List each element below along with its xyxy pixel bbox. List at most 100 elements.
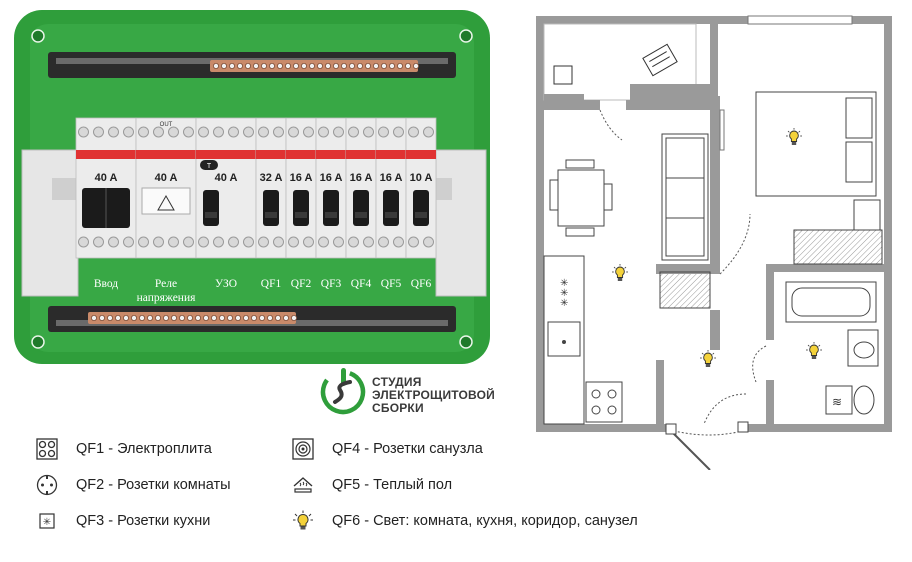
breaker-label: УЗО <box>215 278 237 290</box>
toggle-lever[interactable] <box>383 190 399 226</box>
breaker-red-band <box>376 150 406 159</box>
terminal-screw <box>333 236 344 248</box>
breaker-vvod[interactable]: 40 A <box>75 117 137 259</box>
breaker-body <box>315 117 347 259</box>
test-button[interactable] <box>200 160 218 170</box>
kitchen-sink-icon <box>547 321 581 357</box>
logo-mark-icon <box>320 368 366 415</box>
deck-chair-icon <box>642 43 678 77</box>
busbar-screw <box>123 314 130 321</box>
light-bulb-icon <box>612 264 628 281</box>
terminal-screw <box>348 236 359 248</box>
toggle-lever[interactable] <box>293 190 309 226</box>
terminal-screw <box>288 236 299 248</box>
breaker-red-band <box>406 150 436 159</box>
toggle-lever[interactable] <box>203 190 219 226</box>
legend-text: QF2 - Розетки комнаты <box>76 477 231 493</box>
terminal-screw <box>243 236 254 248</box>
light-bulb-icon <box>806 342 822 359</box>
busbar-screw <box>115 314 122 321</box>
window-top <box>747 15 853 25</box>
balcony-table-icon <box>553 65 573 85</box>
breaker-rating: 40 A <box>155 172 178 184</box>
busbar-screw <box>396 63 403 70</box>
breaker-red-band <box>346 150 376 159</box>
breaker-label: напряжения <box>137 292 197 304</box>
busbar-screw <box>412 63 419 70</box>
breaker-rating: 16 A <box>350 172 373 184</box>
breaker-body <box>375 117 407 259</box>
breaker-qf1[interactable]: 32 A <box>255 117 287 259</box>
terminal-screw <box>138 236 149 248</box>
dining-table <box>549 159 613 237</box>
breaker-qf4[interactable]: 16 A <box>345 117 377 259</box>
test-button-label: T <box>207 163 212 170</box>
busbar-screw <box>242 314 249 321</box>
sofa <box>661 133 709 261</box>
busbar-screw <box>236 63 243 70</box>
terminal-screw <box>108 126 119 138</box>
busbar-screw <box>276 63 283 70</box>
toggle-lever[interactable] <box>263 190 279 226</box>
legend-text: QF5 - Теплый пол <box>332 477 453 493</box>
breaker-qf6[interactable]: 10 A <box>405 117 437 259</box>
terminal-screw <box>363 236 374 248</box>
breaker-rating: 40 A <box>95 172 118 184</box>
terminal-screw <box>333 126 344 138</box>
breaker-qf3[interactable]: 16 A <box>315 117 347 259</box>
terminal-screw <box>93 236 104 248</box>
breaker-label: QF6 <box>411 278 432 290</box>
toggle-lever[interactable] <box>413 190 429 226</box>
terminal-screw <box>198 126 209 138</box>
breaker-qf5[interactable]: 16 A <box>375 117 407 259</box>
busbar-screw <box>194 314 201 321</box>
terminal-screw <box>258 126 269 138</box>
light-bulb-icon <box>786 128 802 145</box>
terminal-screw <box>183 236 194 248</box>
busbar-screw <box>364 63 371 70</box>
terminal-screw <box>378 126 389 138</box>
light-bulb-icon <box>700 350 716 367</box>
busbar-screw <box>380 63 387 70</box>
breaker-rating: 16 A <box>380 172 403 184</box>
terminal-screw <box>93 126 104 138</box>
busbar-screw <box>154 314 161 321</box>
breaker-red-band <box>286 150 316 159</box>
breaker-uzo[interactable]: 40 AT <box>195 117 257 259</box>
terminal-screw <box>123 236 134 248</box>
busbar-screw <box>170 314 177 321</box>
terminal-screw <box>258 236 269 248</box>
breaker-qf2[interactable]: 16 A <box>285 117 317 259</box>
busbar-screw <box>202 314 209 321</box>
terminal-screw <box>378 236 389 248</box>
breaker-rating: 40 A <box>215 172 238 184</box>
terminal-screw <box>408 126 419 138</box>
busbar-screw <box>244 63 251 70</box>
legend-text: QF3 - Розетки кухни <box>76 513 211 529</box>
breaker-red-band <box>316 150 346 159</box>
bathroom-socket-icon <box>292 438 314 460</box>
svg-text:≋: ≋ <box>832 395 842 409</box>
svg-text:✳: ✳ <box>560 288 568 299</box>
terminal-screw <box>153 236 164 248</box>
toggle-lever[interactable] <box>323 190 339 226</box>
busbar-screw <box>107 314 114 321</box>
legend-text: QF1 - Электроплита <box>76 441 212 457</box>
busbar-screw <box>258 314 265 321</box>
wardrobe <box>793 229 883 265</box>
busbar-screw <box>260 63 267 70</box>
breaker-label: QF3 <box>321 278 342 290</box>
shoe-cabinet <box>659 271 711 309</box>
busbar-screw <box>268 63 275 70</box>
top-busbar-terminals <box>212 63 419 70</box>
busbar-screw <box>266 314 273 321</box>
busbar-screw <box>356 63 363 70</box>
breaker-rating: 16 A <box>320 172 343 184</box>
busbar-screw <box>300 63 307 70</box>
toggle-lever[interactable] <box>353 190 369 226</box>
bottom-busbar-terminals <box>91 314 297 321</box>
busbar-screw <box>220 63 227 70</box>
